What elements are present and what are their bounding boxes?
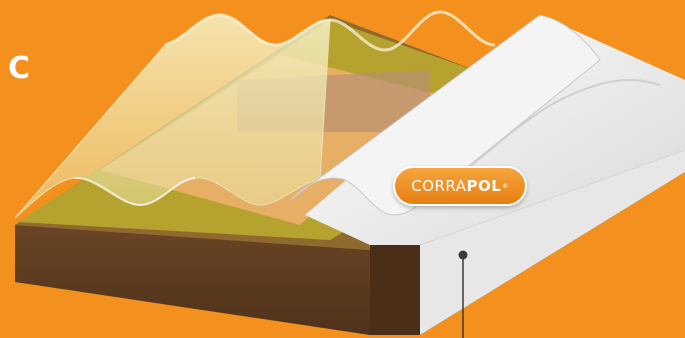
- registered-mark: ®: [502, 183, 509, 190]
- brand-light-text: CORRA: [411, 177, 466, 195]
- panel-label: C: [8, 54, 30, 84]
- brand-bold-text: POL: [466, 177, 501, 195]
